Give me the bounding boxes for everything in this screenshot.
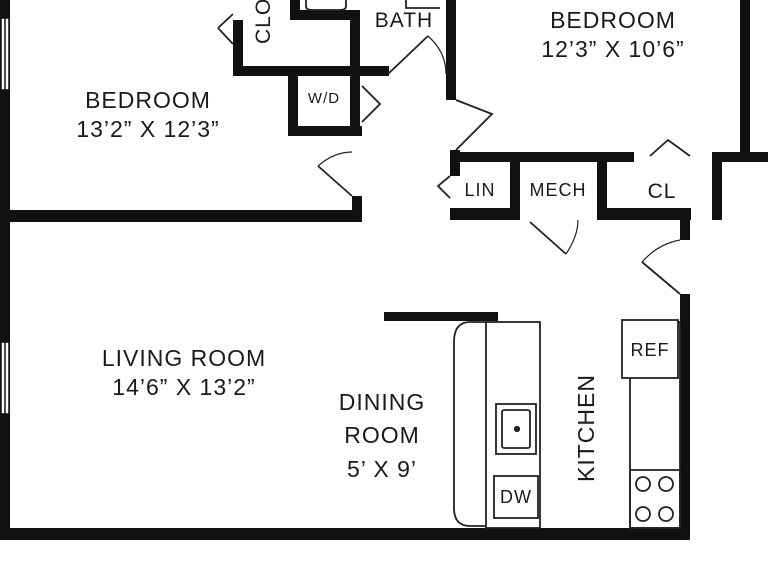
wall-lin-mech — [510, 152, 520, 220]
dw-label: DW — [500, 487, 532, 507]
door-lin — [436, 175, 451, 199]
room-label-kitchen: KITCHEN — [572, 366, 600, 490]
door-bedroom-right — [455, 99, 494, 151]
wall-wd-right — [350, 76, 360, 128]
sink — [495, 403, 537, 455]
wall-bath-left-top — [290, 0, 300, 16]
wall-wd-bottom — [288, 126, 362, 136]
dining-size: 5’ X 9’ — [346, 455, 418, 482]
door-bath — [387, 35, 429, 75]
wall-bath-right — [446, 0, 456, 100]
kitchen-name: KITCHEN — [573, 374, 599, 482]
door-mech — [529, 221, 567, 255]
door-cl-side-swing — [641, 239, 681, 263]
room-label-bedroom-right: BEDROOM 12’3” X 10’6” — [500, 6, 726, 65]
stove — [629, 469, 681, 529]
bath-vanity — [305, 0, 347, 11]
wall-cl-right — [712, 152, 722, 220]
cl-name: CL — [647, 180, 677, 203]
wall-dining-partial — [384, 312, 498, 321]
doors — [217, 13, 691, 295]
living-size: 14’6” X 13’2” — [112, 374, 256, 401]
burner-2 — [658, 476, 674, 492]
wall-kitchen-right — [680, 294, 690, 540]
room-label-wd: W/D — [298, 89, 350, 108]
wall-left — [0, 0, 10, 540]
wall-cl-bottom — [597, 208, 691, 220]
dishwasher — [493, 475, 539, 519]
lin-name: LIN — [464, 180, 496, 200]
windows — [0, 17, 10, 415]
wall-bath-left — [350, 10, 360, 76]
bedroom-left-size: 13’2” X 12’3” — [76, 116, 220, 143]
bar-counter — [453, 321, 486, 527]
room-label-clo: CLO — [251, 0, 275, 44]
fixture-label-dw: DW — [494, 486, 538, 509]
door-bedroom-left — [317, 165, 353, 197]
wall-bedroom-stub — [352, 196, 362, 222]
living-name: LIVING ROOM — [101, 345, 267, 371]
wall-bedroom-right-south — [712, 152, 768, 162]
door-wd — [361, 85, 382, 123]
wall-bedroom-right-east — [740, 0, 750, 160]
room-label-bedroom-left: BEDROOM 13’2” X 12’3” — [40, 86, 256, 145]
mech-name: MECH — [529, 180, 587, 200]
wall-bath-top — [290, 10, 356, 20]
wall-cl-stub — [680, 208, 690, 240]
kitchen-fixtures — [453, 319, 681, 529]
dining-name-1: DINING — [338, 389, 426, 415]
burner-3 — [635, 506, 651, 522]
door-clo — [217, 13, 234, 45]
refrigerator — [621, 319, 679, 379]
counter-left — [485, 321, 541, 529]
ref-label: REF — [630, 340, 670, 360]
door-bedroom-left-swing — [317, 151, 353, 167]
sink-basin — [501, 409, 531, 449]
bedroom-left-name: BEDROOM — [85, 87, 211, 113]
door-cl-side — [641, 261, 681, 295]
wall-lin-stub — [450, 150, 460, 176]
bath-tub — [405, 0, 440, 9]
walls — [0, 0, 768, 540]
wall-clo-left — [233, 20, 243, 76]
room-label-living: LIVING ROOM 14’6” X 13’2” — [64, 344, 304, 403]
bedroom-right-size: 12’3” X 10’6” — [541, 36, 685, 63]
room-label-lin: LIN — [456, 179, 504, 202]
wall-mech-cl — [597, 152, 607, 216]
wall-clo-bottom — [233, 66, 389, 76]
wall-bottom — [0, 528, 690, 540]
room-label-mech: MECH — [520, 179, 596, 202]
room-label-cl: CL — [634, 179, 690, 206]
door-cl-top — [649, 138, 691, 157]
room-label-dining: DINING ROOM 5’ X 9’ — [320, 386, 444, 486]
clo-name: CLO — [252, 0, 275, 44]
wall-lin-bottom — [450, 208, 510, 220]
burner-1 — [635, 476, 651, 492]
door-mech-swing — [565, 219, 579, 255]
door-bath-swing — [427, 35, 447, 75]
room-label-bath: BATH — [364, 8, 444, 35]
wall-lin-top — [450, 152, 634, 162]
wd-name: W/D — [307, 90, 341, 107]
wall-wd-left — [288, 76, 298, 136]
burner-4 — [658, 506, 674, 522]
wall-bedroom-living — [0, 210, 362, 222]
dining-name-2: ROOM — [344, 422, 420, 449]
fixture-label-ref: REF — [622, 339, 678, 362]
bath-fixtures — [305, 0, 440, 11]
sink-drain — [513, 425, 521, 433]
bath-name: BATH — [374, 9, 434, 32]
bedroom-right-name: BEDROOM — [550, 7, 676, 33]
